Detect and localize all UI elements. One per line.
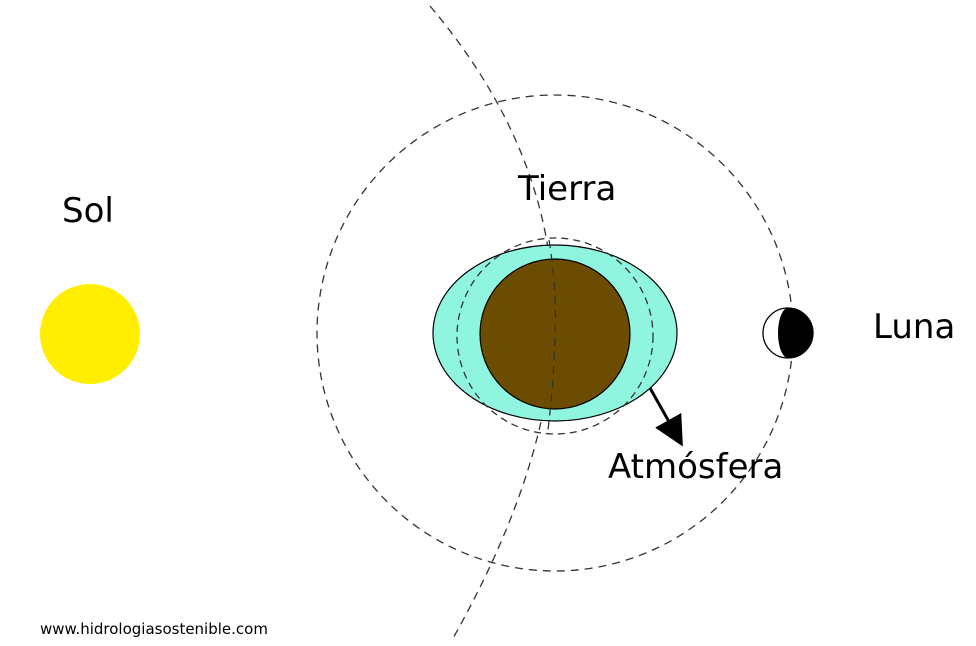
arrow-icon — [648, 387, 683, 447]
earth-icon — [479, 258, 631, 410]
moon-icon — [762, 307, 814, 359]
sun-icon — [40, 284, 140, 384]
moon-label: Luna — [873, 307, 955, 347]
sun-label: Sol — [62, 191, 114, 231]
website-link[interactable]: www.hidrologiasostenible.com — [40, 620, 268, 638]
earth-axis-arc — [547, 239, 557, 431]
earth-label: Tierra — [517, 169, 616, 209]
earth-dashed-circle — [456, 237, 654, 435]
atmosphere-label: Atmósfera — [608, 447, 783, 487]
